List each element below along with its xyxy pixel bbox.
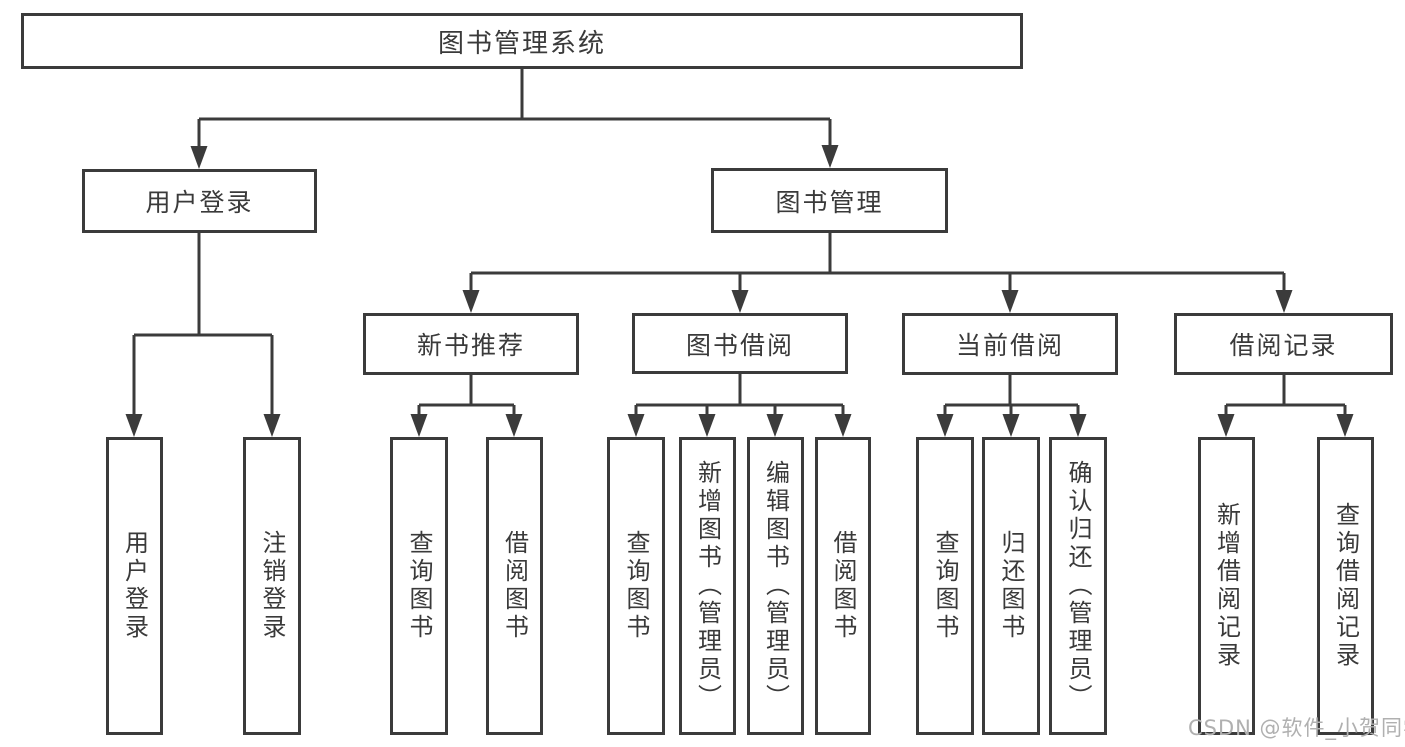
connector-userlogin-to-leaves: [132, 233, 274, 416]
leaf-return-books: 归还图书: [982, 437, 1040, 735]
node-book-borrowing-label: 图书借阅: [685, 330, 794, 360]
leaf-logout: 注销登录: [243, 437, 301, 735]
connector-currentborrow-to-leaves: [943, 375, 1080, 416]
csdn-watermark: CSDN @软件_小贺同学: [1188, 716, 1405, 740]
node-root-label: 图书管理系统: [437, 28, 606, 59]
leaf-add-books-admin-label: 新增图书（管理员）: [693, 460, 722, 712]
leaf-return-books-label: 归还图书: [997, 530, 1025, 642]
leaf-borrow-books-label: 借阅图书: [829, 530, 857, 642]
leaf-confirm-return-admin: 确认归还（管理员）: [1049, 437, 1107, 735]
connector-borrowrecord-to-leaves: [1224, 375, 1347, 416]
leaf-query-borrow-record: 查询借阅记录: [1317, 437, 1374, 735]
leaf-query-books-borrowing-label: 查询图书: [622, 530, 650, 642]
node-book-management: 图书管理: [711, 168, 948, 233]
leaf-borrow-books-recommend-label: 借阅图书: [500, 530, 529, 642]
connector-bookborrow-to-leaves: [634, 374, 845, 416]
leaf-logout-label: 注销登录: [258, 530, 286, 642]
leaf-confirm-return-admin-label: 确认归还（管理员）: [1064, 460, 1092, 712]
leaf-query-books-recommend: 查询图书: [390, 437, 448, 735]
leaf-borrow-books-recommend: 借阅图书: [486, 437, 543, 735]
node-new-book-recommend: 新书推荐: [363, 313, 579, 375]
leaf-query-borrow-record-label: 查询借阅记录: [1331, 502, 1360, 670]
leaf-user-login-label: 用户登录: [120, 530, 149, 642]
leaf-edit-books-admin: 编辑图书（管理员）: [747, 437, 804, 735]
node-new-book-recommend-label: 新书推荐: [416, 331, 525, 360]
leaf-query-books-recommend-label: 查询图书: [405, 530, 433, 642]
node-book-management-label: 图书管理: [775, 187, 884, 217]
leaf-user-login: 用户登录: [106, 437, 163, 735]
leaf-query-books-current: 查询图书: [916, 437, 974, 735]
node-borrowing-records: 借阅记录: [1174, 313, 1393, 375]
arrowheads: [125, 145, 1354, 437]
connector-bookmgmt-to-level3: [469, 233, 1286, 292]
leaf-add-borrow-record: 新增借阅记录: [1198, 437, 1255, 735]
connector-root-to-level2: [197, 69, 832, 148]
connector-newbook-to-leaves: [417, 375, 516, 416]
leaf-query-books-current-label: 查询图书: [931, 530, 959, 642]
node-user-login: 用户登录: [82, 169, 317, 233]
node-borrowing-records-label: 借阅记录: [1229, 331, 1338, 360]
leaf-add-books-admin: 新增图书（管理员）: [679, 437, 736, 735]
node-user-login-label: 用户登录: [145, 188, 254, 217]
leaf-add-borrow-record-label: 新增借阅记录: [1212, 502, 1241, 670]
leaf-edit-books-admin-label: 编辑图书（管理员）: [761, 460, 790, 712]
leaf-borrow-books: 借阅图书: [815, 437, 871, 735]
node-root: 图书管理系统: [21, 13, 1023, 69]
node-book-borrowing: 图书借阅: [632, 313, 848, 374]
node-current-borrowing-label: 当前借阅: [955, 331, 1064, 360]
node-current-borrowing: 当前借阅: [902, 313, 1118, 375]
leaf-query-books-borrowing: 查询图书: [607, 437, 665, 735]
